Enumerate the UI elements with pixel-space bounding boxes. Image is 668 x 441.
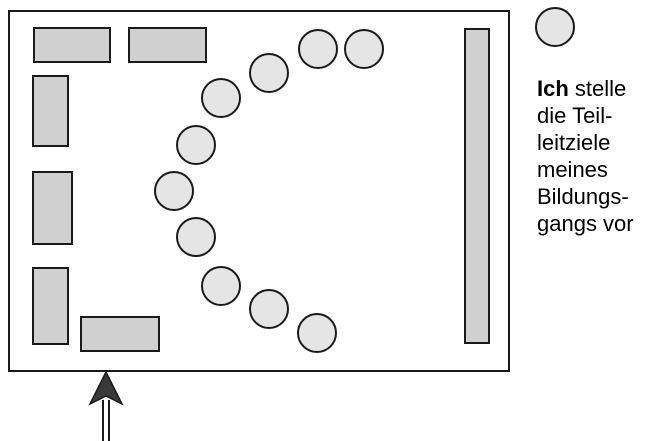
chair <box>249 289 289 329</box>
table <box>32 267 69 345</box>
table <box>80 316 160 352</box>
legend-line-1: Ich stelle <box>537 75 667 102</box>
chair <box>154 171 194 211</box>
table <box>33 27 111 63</box>
legend-text: Ich stelle die Teil- leitziele meines Bi… <box>537 75 667 237</box>
chair <box>176 125 216 165</box>
table <box>128 27 207 63</box>
chair <box>176 217 216 257</box>
legend-line-6: gangs vor <box>537 211 634 236</box>
table <box>32 75 69 147</box>
chair <box>201 78 241 118</box>
chair <box>201 266 241 306</box>
legend-seat-icon <box>535 7 575 47</box>
table <box>32 171 73 245</box>
double-arrow-up-icon <box>88 370 124 441</box>
legend-line-4: meines <box>537 157 608 182</box>
legend-line-5: Bildungs- <box>537 184 629 209</box>
chair <box>297 313 337 353</box>
legend-line-3: leitziele <box>537 130 611 155</box>
legend-line-1-rest: stelle <box>568 76 627 101</box>
chair <box>344 29 384 69</box>
legend-line-2: die Teil- <box>537 103 613 128</box>
chair <box>298 29 338 69</box>
legend-bold-word: Ich <box>537 76 569 101</box>
table <box>464 28 490 344</box>
chair <box>249 53 289 93</box>
